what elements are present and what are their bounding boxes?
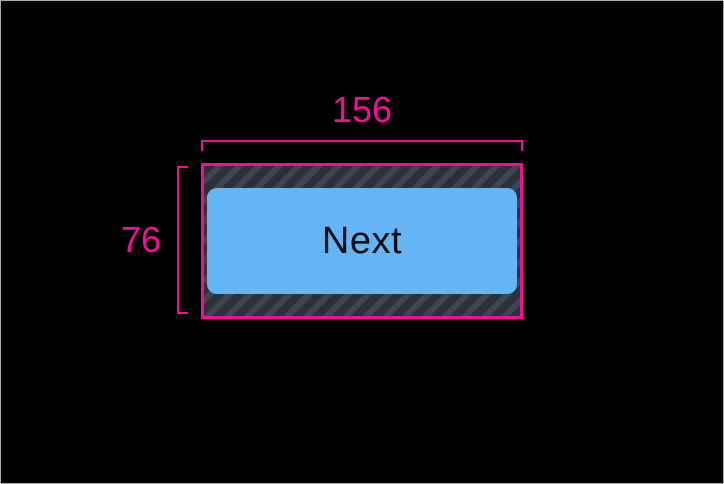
next-button-label: Next [321,220,403,262]
selected-widget-outline: Next [201,163,523,319]
width-measurement-bracket [201,140,523,151]
padding-hatch-overlay: Next [204,166,520,316]
next-button[interactable]: Next [207,188,517,294]
height-dimension-label: 76 [120,219,161,260]
width-dimension-label: 156 [331,89,393,130]
height-measurement-bracket [177,166,188,314]
